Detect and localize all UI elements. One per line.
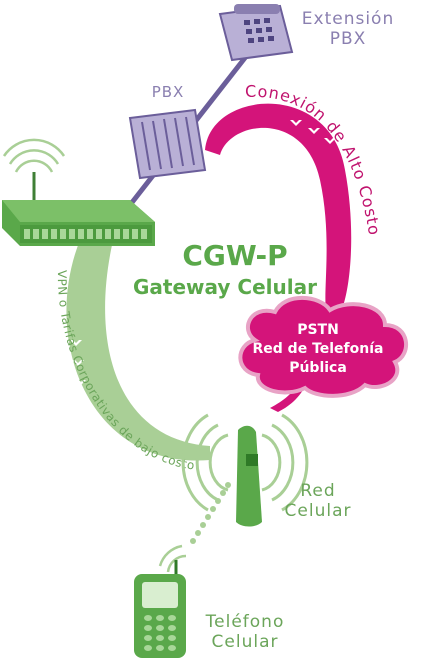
low-cost-arrows bbox=[70, 340, 86, 386]
cellular-network-label: Red Celular bbox=[284, 481, 352, 521]
radio-link-dots bbox=[190, 482, 231, 544]
high-cost-arrows bbox=[290, 120, 336, 144]
cgw-subtitle: Gateway Celular bbox=[133, 275, 317, 299]
low-cost-arc bbox=[66, 240, 210, 461]
pstn-title: PSTN bbox=[297, 322, 339, 338]
cell-phone-icon bbox=[134, 560, 186, 658]
gateway-device-icon bbox=[2, 172, 155, 246]
extension-phone-icon bbox=[218, 4, 294, 62]
extension-pbx-label: Extensión PBX bbox=[301, 9, 395, 49]
pstn-line-3: Pública bbox=[289, 360, 347, 376]
cell-tower-icon bbox=[236, 425, 262, 527]
pstn-line-2: Red de Telefonía bbox=[252, 341, 384, 357]
cell-phone-label: Teléfono Celular bbox=[205, 612, 285, 652]
gateway-signal-icon bbox=[2, 138, 66, 173]
pbx-label: PBX bbox=[151, 83, 185, 101]
cell-tower-signal-icon bbox=[181, 413, 309, 512]
pbx-icon bbox=[128, 108, 207, 180]
cell-phone-signal-icon bbox=[158, 544, 187, 573]
pstn-cloud-icon bbox=[238, 295, 409, 398]
cgw-title: CGW-P bbox=[182, 239, 288, 272]
high-cost-arc bbox=[205, 103, 352, 321]
